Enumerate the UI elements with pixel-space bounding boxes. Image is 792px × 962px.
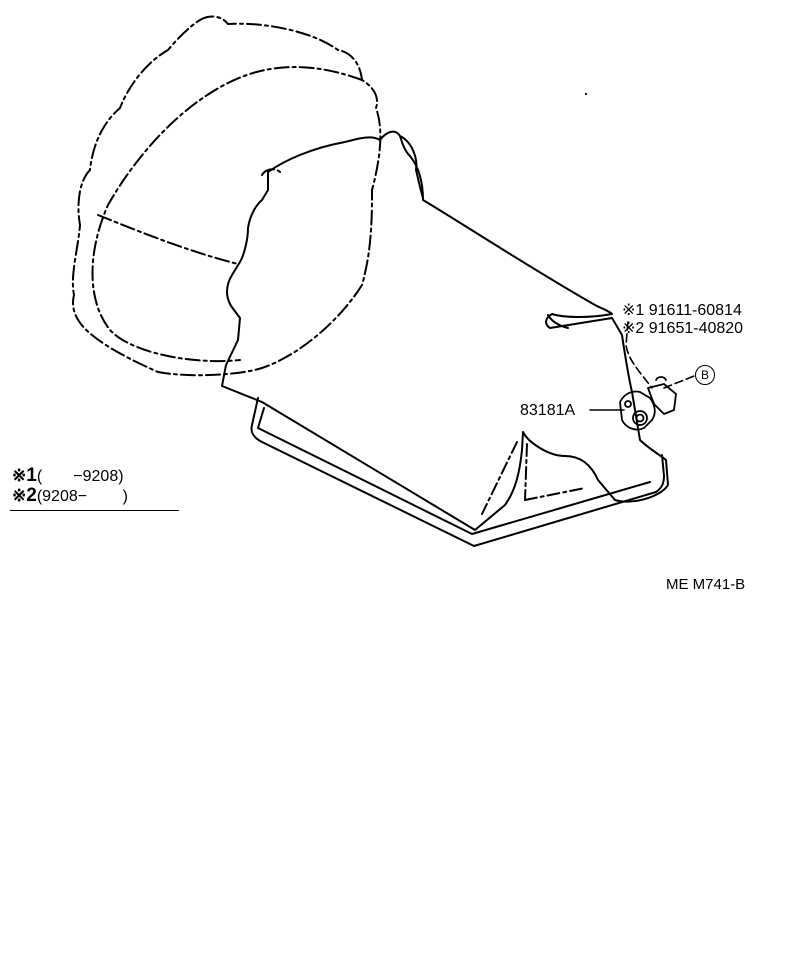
legend-range-1: ( −9208) [36,468,124,485]
part-number-label-1: ※1 91611-60814 [622,302,742,319]
legend-underline [10,510,179,511]
hidden-line-2 [524,443,528,501]
legend-range-2: (9208− ) [36,488,128,505]
case-bump-rear [399,135,424,199]
case-flange-upper [547,314,569,329]
speck [584,92,588,96]
oil-pan [250,397,665,547]
hidden-line-1 [481,441,518,515]
sensor-part-label: 83181A [520,402,576,419]
bell-housing-outer [71,15,382,377]
reference-b-marker: B [695,365,715,385]
legend-row-2: ※2(9208− ) [12,485,128,506]
legend-mark-2: ※ [12,486,27,505]
transmission-case [221,130,669,531]
speed-sensor [619,376,677,431]
leader-ref-b [663,375,695,389]
legend-num-1: 1 [26,465,37,486]
part-number-label-2: ※2 91651-40820 [622,320,744,337]
legend-mark-1: ※ [12,466,27,485]
hidden-line-3 [524,487,586,501]
case-top-edge [261,168,281,176]
figure-code: ME M741-B [666,576,746,593]
oil-pan-inner [257,407,651,535]
bell-housing-seam [97,214,239,265]
leader-top [625,321,653,389]
bell-housing-inner [91,66,363,363]
legend-num-2: 2 [26,485,37,506]
legend-row-1: ※1( −9208) [12,465,124,486]
